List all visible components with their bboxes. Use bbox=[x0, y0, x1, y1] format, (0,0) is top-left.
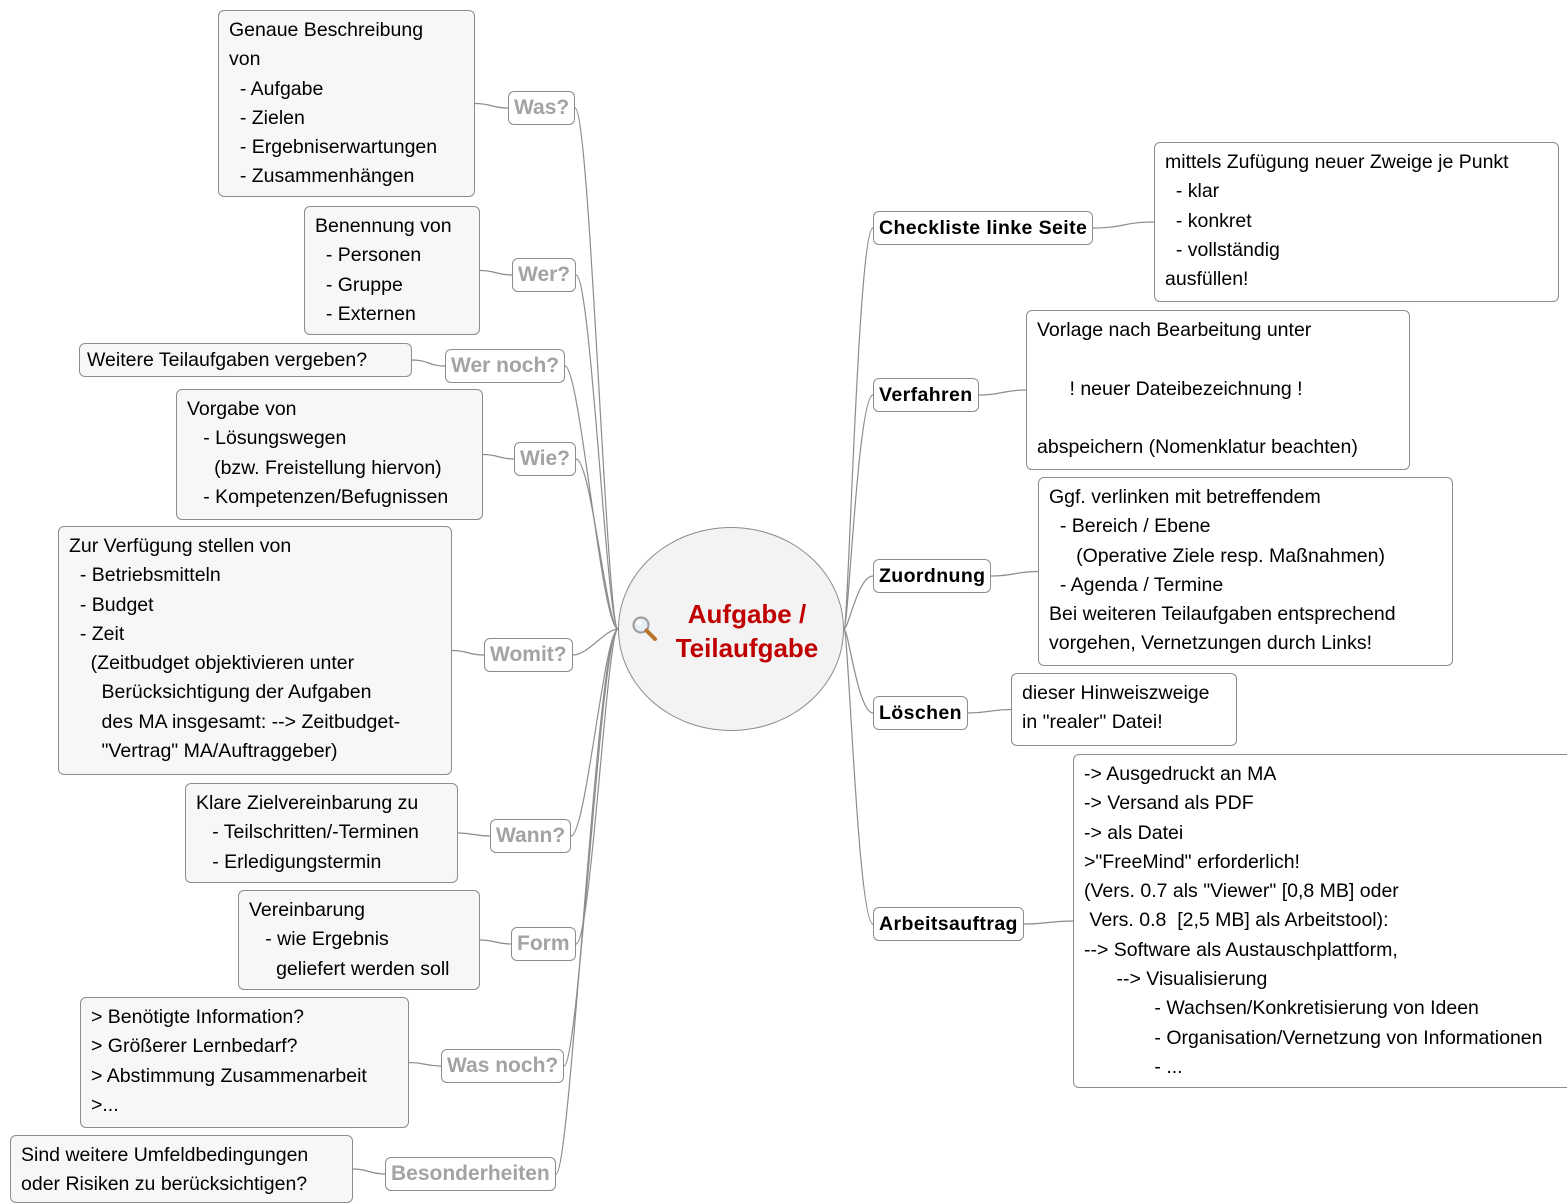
connector-wie bbox=[575, 458, 619, 630]
connector-note-loeschen bbox=[967, 708, 1012, 714]
note-besonderheiten: Sind weitere Umfeldbedingungen oder Risi… bbox=[10, 1135, 353, 1203]
note-was-noch: > Benötigte Information? > Größerer Lern… bbox=[80, 997, 409, 1128]
connector-note-wer bbox=[479, 269, 513, 276]
connector-note-wer-noch bbox=[411, 359, 446, 367]
connector-womit bbox=[572, 628, 619, 656]
note-wann: Klare Zielvereinbarung zu - Teilschritte… bbox=[185, 783, 458, 883]
connector-wann bbox=[570, 628, 619, 837]
connector-note-womit bbox=[451, 649, 485, 656]
connector-arbeitsauftrag bbox=[843, 628, 874, 925]
branch-womit[interactable]: Womit? bbox=[484, 638, 573, 672]
branch-wie[interactable]: Wie? bbox=[514, 442, 576, 476]
branch-was-noch[interactable]: Was noch? bbox=[441, 1049, 565, 1083]
connector-checkliste bbox=[843, 227, 874, 630]
connector-note-checkliste bbox=[1092, 221, 1155, 229]
connector-note-besonderheiten bbox=[352, 1168, 386, 1175]
connector-was bbox=[574, 107, 619, 630]
note-verfahren: Vorlage nach Bearbeitung unter ! neuer D… bbox=[1026, 310, 1410, 470]
connector-was-noch bbox=[563, 628, 619, 1067]
central-topic-node[interactable] bbox=[618, 527, 844, 731]
connector-wer-noch bbox=[564, 365, 619, 630]
note-wer-noch: Weitere Teilaufgaben vergeben? bbox=[79, 343, 412, 377]
note-zuordnung: Ggf. verlinken mit betreffendem - Bereic… bbox=[1038, 477, 1453, 666]
branch-besonderheiten[interactable]: Besonderheiten bbox=[385, 1157, 556, 1191]
note-arbeitsauftrag: -> Ausgedruckt an MA -> Versand als PDF … bbox=[1073, 754, 1567, 1088]
connector-zuordnung bbox=[843, 575, 874, 630]
note-wer: Benennung von - Personen - Gruppe - Exte… bbox=[304, 206, 480, 335]
connector-wer bbox=[575, 274, 619, 630]
magnifier-icon bbox=[632, 616, 657, 641]
central-topic-title: Aufgabe / Teilaufgabe bbox=[675, 599, 819, 663]
note-was: Genaue Beschreibung von - Aufgabe - Ziel… bbox=[218, 10, 475, 197]
note-womit: Zur Verfügung stellen von - Betriebsmitt… bbox=[58, 526, 452, 775]
branch-zuordnung[interactable]: Zuordnung bbox=[873, 559, 992, 593]
connector-note-form bbox=[479, 939, 512, 945]
branch-wann[interactable]: Wann? bbox=[490, 819, 572, 853]
connector-loeschen bbox=[843, 628, 874, 714]
connector-note-wie bbox=[482, 453, 515, 460]
connector-note-zuordnung bbox=[990, 570, 1039, 577]
branch-was[interactable]: Was? bbox=[508, 91, 576, 125]
branch-wer[interactable]: Wer? bbox=[512, 258, 577, 292]
connector-note-arbeitsauftrag bbox=[1023, 920, 1074, 925]
branch-verfahren[interactable]: Verfahren bbox=[873, 378, 979, 412]
branch-checkliste[interactable]: Checkliste linke Seite bbox=[873, 211, 1094, 245]
branch-form[interactable]: Form bbox=[511, 927, 576, 961]
note-loeschen: dieser Hinweiszweige in "realer" Datei! bbox=[1011, 673, 1237, 746]
branch-wer-noch[interactable]: Wer noch? bbox=[445, 349, 566, 383]
note-checkliste: mittels Zufügung neuer Zweige je Punkt -… bbox=[1154, 142, 1559, 302]
connector-form bbox=[575, 628, 619, 945]
note-wie: Vorgabe von - Lösungswegen (bzw. Freiste… bbox=[176, 389, 483, 520]
connector-verfahren bbox=[843, 394, 874, 630]
connector-note-wann bbox=[457, 832, 491, 837]
branch-loeschen[interactable]: Löschen bbox=[873, 696, 968, 730]
connector-note-was bbox=[474, 102, 509, 109]
connector-besonderheiten bbox=[555, 628, 619, 1175]
connector-note-was-noch bbox=[408, 1061, 442, 1067]
note-form: Vereinbarung - wie Ergebnis geliefert we… bbox=[238, 890, 480, 990]
connector-note-verfahren bbox=[978, 389, 1027, 396]
branch-arbeitsauftrag[interactable]: Arbeitsauftrag bbox=[873, 907, 1024, 941]
